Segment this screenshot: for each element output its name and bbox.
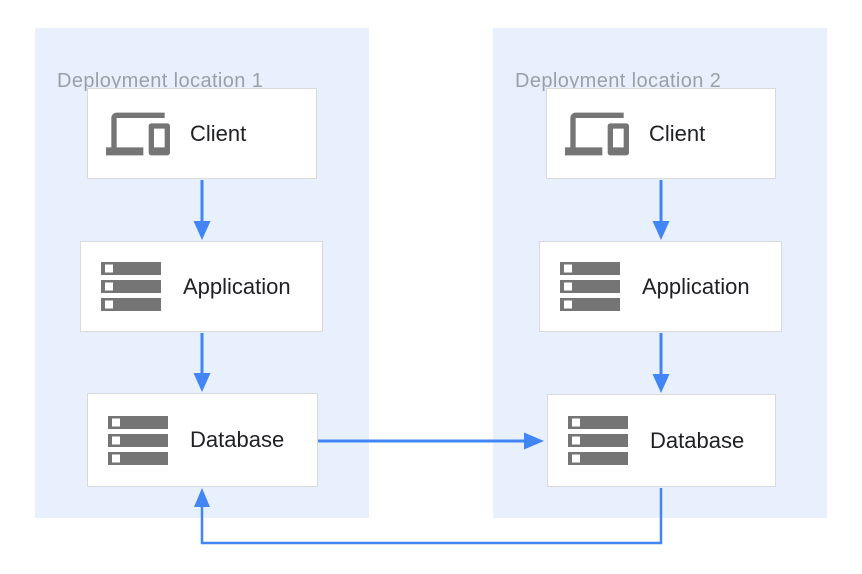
server-stack-icon: [566, 416, 630, 465]
node-client-location-1: Client: [87, 88, 317, 179]
node-label: Database: [190, 427, 285, 452]
node-label: Application: [642, 273, 750, 299]
devices-icon: [106, 101, 170, 167]
panel-title: Deployment location 1: [57, 70, 264, 92]
node-label: Application: [183, 273, 291, 299]
server-stack-icon: [558, 262, 622, 311]
devices-icon: [565, 101, 629, 167]
server-stack-icon: [106, 415, 170, 465]
node-database-location-1: Database: [87, 393, 318, 487]
server-stack-icon: [99, 262, 163, 311]
node-label: Client: [649, 120, 706, 146]
node-application-location-2: Application: [539, 241, 782, 332]
node-application-location-1: Application: [80, 241, 323, 332]
panel-title: Deployment location 2: [515, 70, 722, 92]
node-label: Client: [190, 120, 247, 146]
node-client-location-2: Client: [546, 88, 776, 179]
node-label: Database: [650, 427, 745, 453]
node-database-location-2: Database: [547, 394, 776, 487]
